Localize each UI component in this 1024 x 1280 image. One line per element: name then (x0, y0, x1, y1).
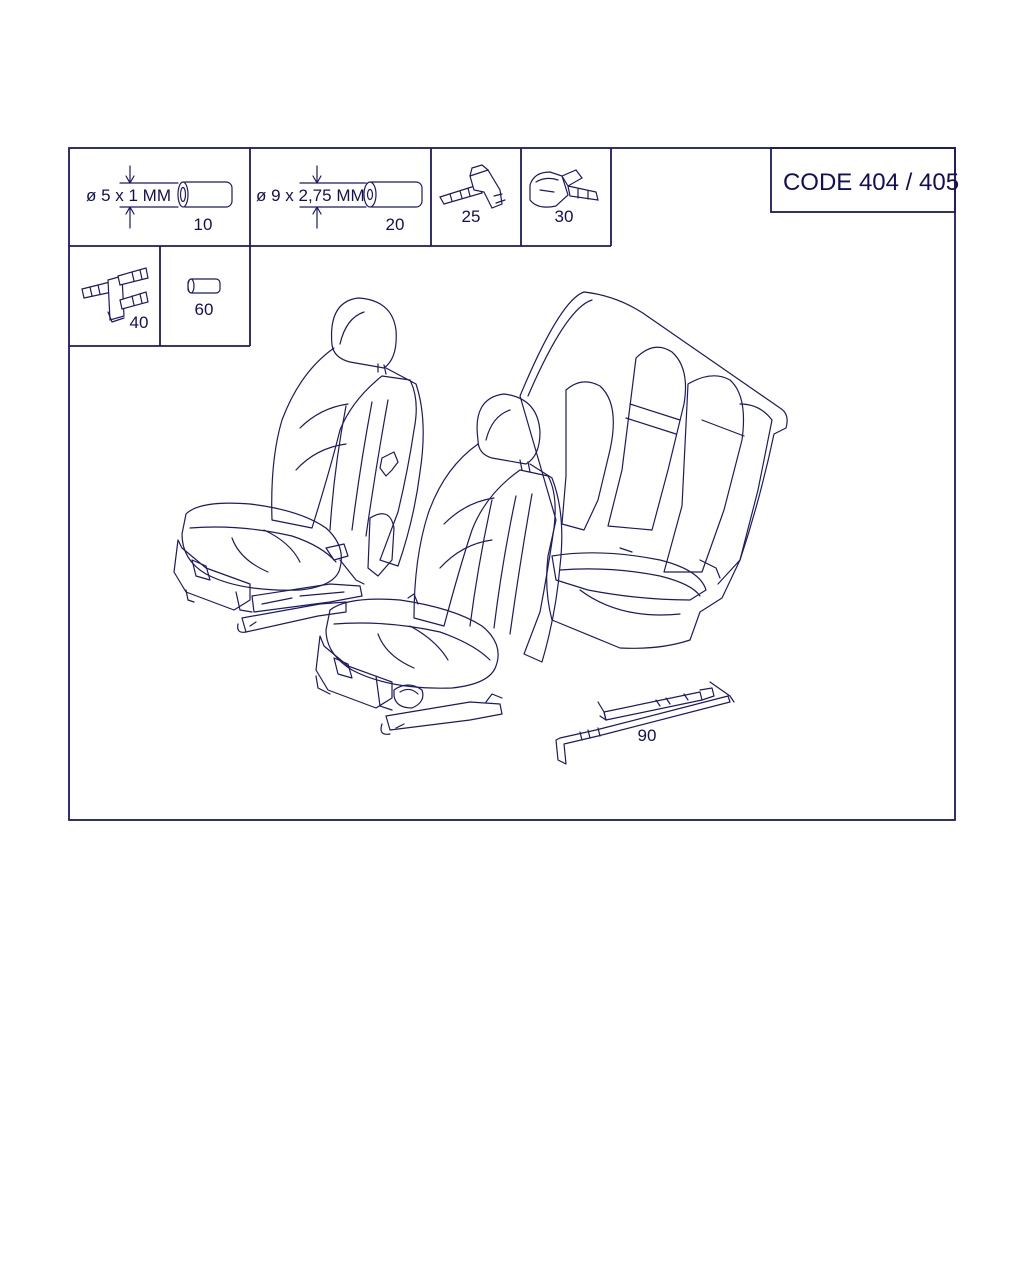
hose-icon (363, 181, 423, 208)
front-seat-left-illustration (173, 297, 424, 633)
elbow-connector-icon (439, 164, 506, 209)
part-number-30: 30 (555, 207, 574, 226)
rear-bench-illustration (519, 291, 788, 649)
diagram-frame (68, 147, 956, 821)
part-dimension-10: ø 5 x 1 MM (86, 186, 171, 205)
part-cell-60: 60 (187, 278, 221, 319)
line-assembly-icon (555, 681, 735, 765)
t-connector-icon (81, 267, 149, 323)
hose-icon (177, 181, 233, 208)
part-number-90: 90 (638, 726, 657, 745)
front-seat-right-illustration (315, 393, 563, 735)
parts-table (69, 148, 612, 347)
code-label: CODE 404 / 405 (783, 169, 959, 196)
angle-connector-icon (529, 169, 599, 208)
part-number-20: 20 (386, 215, 405, 234)
part-cell-25: 25 (439, 164, 506, 226)
part-cell-20: ø 9 x 2,75 MM 20 (256, 165, 423, 234)
part-number-25: 25 (462, 207, 481, 226)
part-number-60: 60 (195, 300, 214, 319)
part-number-40: 40 (130, 313, 149, 332)
part-cell-30: 30 (529, 169, 599, 226)
part-cell-40: 40 (81, 267, 149, 332)
part-cell-10: ø 5 x 1 MM 10 (86, 165, 233, 234)
part-number-10: 10 (194, 215, 213, 234)
code-box: CODE 404 / 405 (770, 147, 959, 213)
part-dimension-20: ø 9 x 2,75 MM (256, 186, 365, 205)
sleeve-icon (187, 278, 221, 294)
